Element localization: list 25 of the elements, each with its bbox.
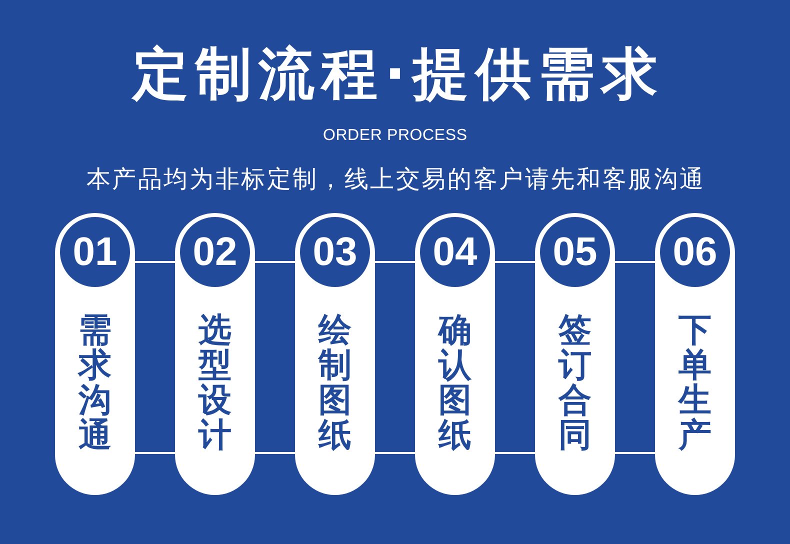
step-label: 选型设计 bbox=[197, 312, 232, 452]
step-label: 绘制图纸 bbox=[317, 312, 352, 452]
number-circle: 01 bbox=[60, 217, 130, 287]
number-circle: 06 bbox=[660, 217, 730, 287]
number-circle: 02 bbox=[180, 217, 250, 287]
subtitle-text: ORDER PROCESS bbox=[322, 126, 468, 146]
connector-line bbox=[495, 452, 535, 454]
step-label: 下单生产 bbox=[677, 312, 712, 452]
step-label: 签订合同 bbox=[557, 312, 592, 452]
connector-line bbox=[375, 261, 415, 263]
heading: 定制流程·提供需求 bbox=[130, 42, 665, 107]
connector-line bbox=[615, 452, 655, 454]
step-label: 确认图纸 bbox=[437, 312, 472, 452]
note-text: 本产品均为非标定制，线上交易的客户请先和客服沟通 bbox=[85, 164, 706, 194]
number-circle: 05 bbox=[540, 217, 610, 287]
connector-line bbox=[135, 452, 175, 454]
connector-line bbox=[375, 452, 415, 454]
connector-line bbox=[255, 452, 295, 454]
number-circle: 03 bbox=[300, 217, 370, 287]
connector-line bbox=[135, 261, 175, 263]
number-circle: 04 bbox=[420, 217, 490, 287]
connector-line bbox=[255, 261, 295, 263]
connector-line bbox=[615, 261, 655, 263]
connector-line bbox=[495, 261, 535, 263]
step-label: 需求沟通 bbox=[77, 312, 112, 452]
